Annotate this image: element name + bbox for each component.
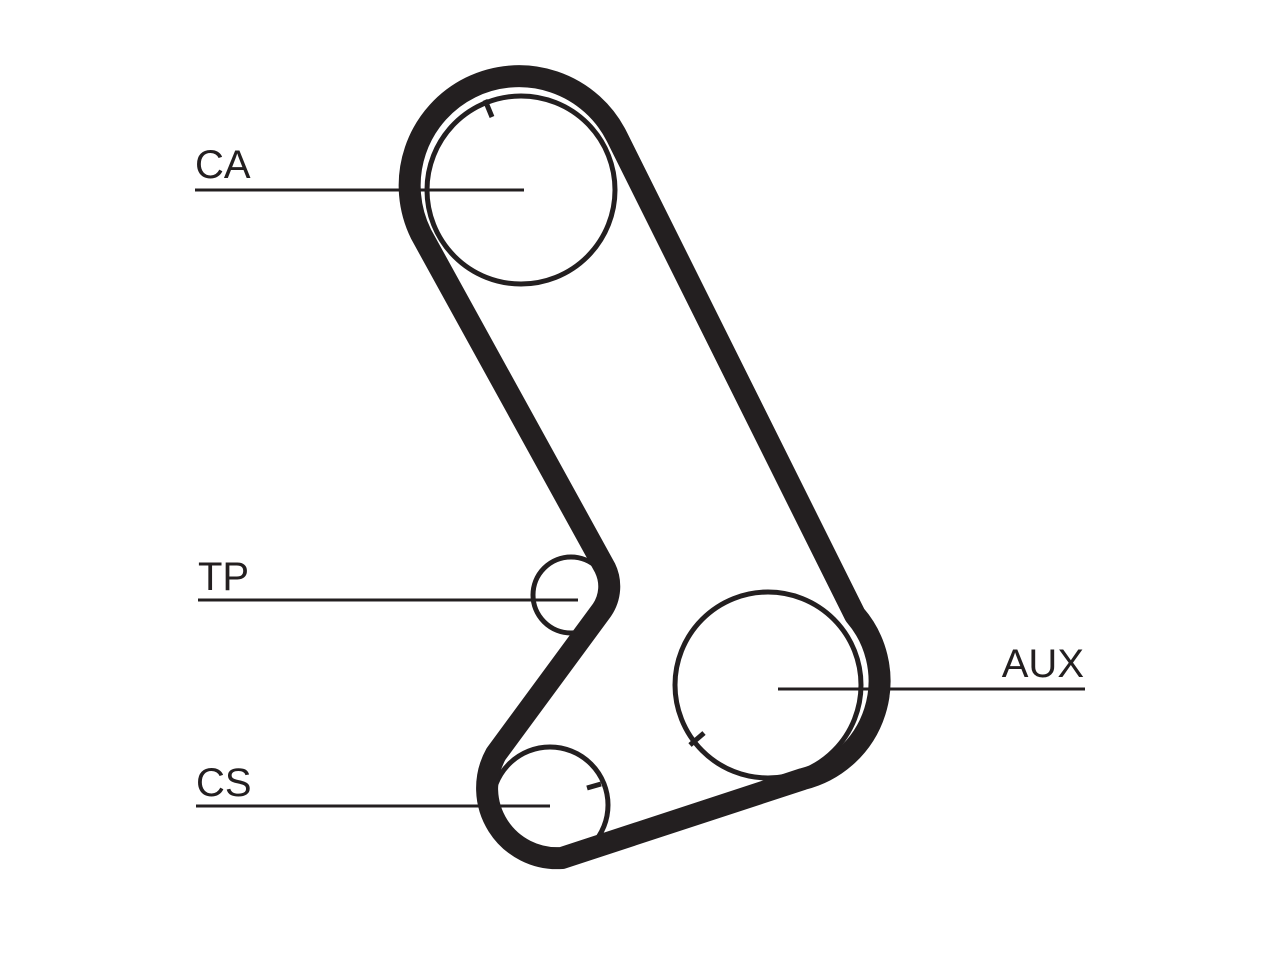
- ca-label: CA: [195, 143, 251, 187]
- auxiliary-pulley: [672, 589, 864, 781]
- timing-marks: [482, 99, 706, 791]
- crankshaft-timing-mark: [586, 781, 602, 791]
- auxiliary-timing-mark: [688, 731, 706, 747]
- tp-label: TP: [198, 555, 249, 599]
- camshaft-timing-mark: [482, 99, 495, 118]
- timing-belt: [398, 65, 891, 870]
- leader-lines: [195, 188, 1085, 808]
- cs-label: CS: [196, 761, 252, 805]
- aux-label: AUX: [1002, 642, 1084, 686]
